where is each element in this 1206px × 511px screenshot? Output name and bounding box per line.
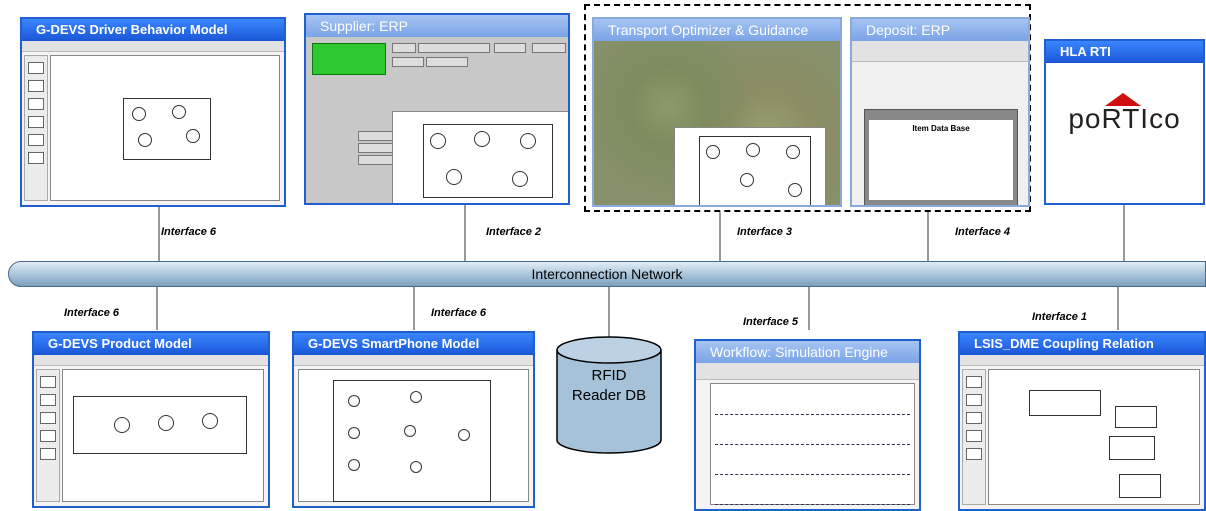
interface-label-supplier: Interface 2	[486, 226, 542, 238]
window-title: G-DEVS SmartPhone Model	[294, 333, 533, 355]
tool-palette	[24, 55, 48, 201]
transport-optimizer-window[interactable]: Transport Optimizer & Guidance	[592, 17, 842, 207]
window-title: G-DEVS Product Model	[34, 333, 268, 355]
window-title: G-DEVS Driver Behavior Model	[22, 19, 284, 41]
state-node	[348, 395, 360, 407]
driver-behavior-window[interactable]: G-DEVS Driver Behavior Model	[20, 17, 286, 207]
interconnection-network: Interconnection Network	[8, 261, 1206, 287]
lsis-coupling-window[interactable]: LSIS_DME Coupling Relation	[958, 331, 1206, 511]
db-label-line1: RFID	[591, 367, 627, 384]
model-canvas	[674, 127, 826, 205]
window-content	[594, 41, 840, 205]
state-node	[788, 183, 802, 197]
interface-label-lsis: Interface 1	[1032, 311, 1088, 323]
interface-label-driver: Interface 6	[161, 226, 217, 238]
portico-roof-icon	[1105, 93, 1141, 106]
database-cylinder-icon	[556, 336, 662, 454]
state-node	[348, 459, 360, 471]
coupling-canvas	[988, 369, 1200, 505]
control-panel	[312, 43, 386, 75]
state-node	[786, 145, 800, 159]
state-node	[740, 173, 754, 187]
state-node	[410, 391, 422, 403]
item-database-dialog: Item Data Base	[864, 109, 1018, 205]
window-title: Deposit: ERP	[852, 19, 1028, 41]
tool-palette	[36, 369, 60, 502]
window-content	[34, 355, 268, 506]
state-node	[186, 129, 200, 143]
model-canvas	[298, 369, 529, 502]
state-node	[746, 143, 760, 157]
state-node	[430, 133, 446, 149]
hla-rti-window[interactable]: HLA RTI poRTIco	[1044, 39, 1205, 205]
state-node	[474, 131, 490, 147]
supplier-erp-window[interactable]: Supplier: ERP	[304, 13, 570, 205]
portico-logo: poRTIco	[1068, 103, 1181, 134]
item-database-title: Item Data Base	[912, 124, 970, 133]
window-title: Transport Optimizer & Guidance	[594, 19, 840, 41]
window-content	[696, 363, 919, 509]
workflow-canvas	[710, 383, 915, 505]
state-node	[410, 461, 422, 473]
model-canvas	[62, 369, 264, 502]
tool-palette	[962, 369, 986, 505]
state-node	[138, 133, 152, 147]
workflow-engine-window[interactable]: Workflow: Simulation Engine	[694, 339, 921, 511]
network-label: Interconnection Network	[531, 266, 683, 282]
state-node	[446, 169, 462, 185]
state-node	[172, 105, 186, 119]
state-node	[706, 145, 720, 159]
state-node	[404, 425, 416, 437]
state-node	[132, 107, 146, 121]
deposit-erp-window[interactable]: Deposit: ERP Item Data Base	[850, 17, 1030, 207]
interface-label-transport: Interface 3	[737, 226, 793, 238]
state-node	[512, 171, 528, 187]
state-node	[348, 427, 360, 439]
product-model-window[interactable]: G-DEVS Product Model	[32, 331, 270, 508]
smartphone-model-window[interactable]: G-DEVS SmartPhone Model	[292, 331, 535, 508]
interface-label-workflow: Interface 5	[743, 316, 799, 328]
state-node	[458, 429, 470, 441]
window-title: HLA RTI	[1046, 41, 1203, 63]
window-content	[960, 355, 1204, 509]
interface-label-product: Interface 6	[64, 307, 120, 319]
interface-label-smartphone: Interface 6	[431, 307, 487, 319]
db-label-line2: Reader DB	[571, 387, 647, 404]
model-canvas	[392, 111, 568, 203]
window-content: poRTIco	[1046, 63, 1203, 203]
interface-label-deposit: Interface 4	[955, 226, 1011, 238]
window-content	[22, 41, 284, 205]
window-content: Item Data Base	[852, 41, 1028, 205]
state-node	[158, 415, 174, 431]
window-content	[306, 37, 568, 203]
state-node	[202, 413, 218, 429]
rfid-reader-db: RFID Reader DB	[556, 336, 662, 454]
window-title: Supplier: ERP	[306, 15, 568, 37]
window-title: Workflow: Simulation Engine	[696, 341, 919, 363]
dashed-group-box	[584, 4, 1031, 212]
window-title: LSIS_DME Coupling Relation	[960, 333, 1204, 355]
state-node	[114, 417, 130, 433]
state-node	[520, 133, 536, 149]
window-content	[294, 355, 533, 506]
model-canvas	[50, 55, 280, 201]
